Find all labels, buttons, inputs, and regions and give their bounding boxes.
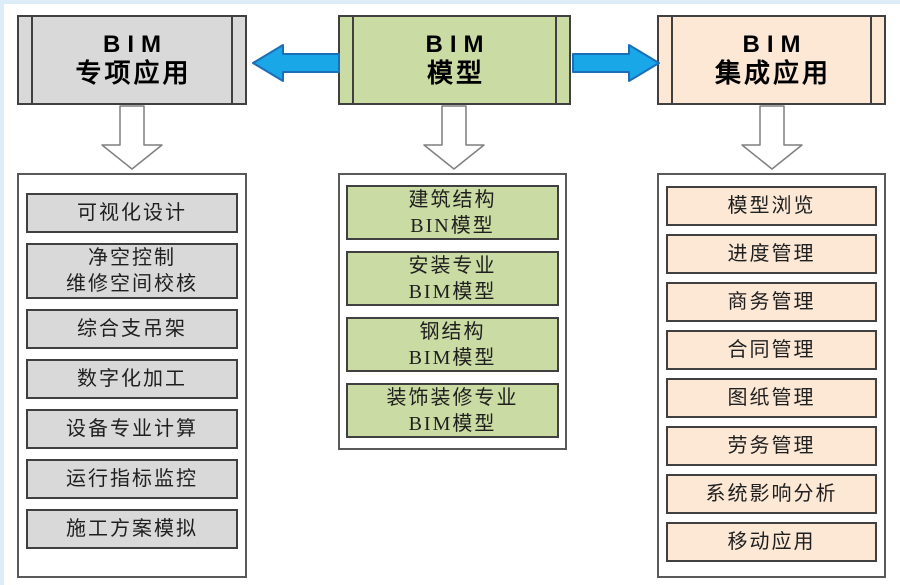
list-item-label: 施工方案模拟 [66,518,198,540]
arrow-left-icon [251,42,341,84]
list-item-label: 建筑结构 BIN模型 [408,188,497,237]
list-item: 建筑结构 BIN模型 [346,185,559,240]
list-item: 净空控制 维修空间校核 [26,243,238,299]
arrow-down-icon [100,105,164,171]
list-item: 运行指标监控 [26,459,238,499]
arrow-right-icon [571,42,661,84]
list-item: 模型浏览 [666,186,877,226]
list-item: 移动应用 [666,522,877,562]
list-item-label: 图纸管理 [727,387,816,409]
header-side-bar [555,17,557,103]
header-side-bar [870,17,872,103]
list-special-applications: 可视化设计 净空控制 维修空间校核 综合支吊架 数字化加工 设备专业计算 运行指… [17,173,247,578]
list-item: 安装专业 BIM模型 [346,251,559,306]
list-item: 可视化设计 [26,193,238,233]
list-item-label: 劳务管理 [727,435,816,457]
list-item-label: 钢结构 BIM模型 [408,320,497,369]
list-item: 钢结构 BIM模型 [346,317,559,372]
list-item-label: 设备专业计算 [66,418,198,440]
arrow-down-icon [422,105,486,171]
list-item-label: 净空控制 维修空间校核 [66,247,198,295]
list-item-label: 装饰装修专业 BIM模型 [386,386,519,435]
list-item-label: 进度管理 [727,243,816,265]
list-item: 设备专业计算 [26,409,238,449]
header-bim-special-applications: BIM 专项应用 [17,15,247,105]
list-item: 进度管理 [666,234,877,274]
list-bim-models: 建筑结构 BIN模型 安装专业 BIM模型 钢结构 BIM模型 装饰装修专业 B… [338,173,567,450]
list-item: 合同管理 [666,330,877,370]
arrow-down-icon [740,105,804,171]
list-item: 商务管理 [666,282,877,322]
list-item-label: 综合支吊架 [77,318,187,340]
header-side-bar [231,17,233,103]
header-title: BIM [742,30,808,58]
list-item-label: 商务管理 [727,291,816,313]
list-item-label: 可视化设计 [77,202,187,224]
header-subtitle: 集成应用 [714,58,831,89]
list-item-label: 模型浏览 [727,195,816,217]
list-item-label: 运行指标监控 [66,468,198,490]
list-item: 施工方案模拟 [26,509,238,549]
header-bim-integrated-applications: BIM 集成应用 [657,15,886,105]
list-item: 数字化加工 [26,359,238,399]
header-side-bar [31,17,33,103]
header-bim-model: BIM 模型 [338,15,571,105]
header-subtitle: 模型 [426,58,485,89]
list-item-label: 数字化加工 [77,368,187,390]
list-item: 系统影响分析 [666,474,877,514]
list-item: 综合支吊架 [26,309,238,349]
list-item: 装饰装修专业 BIM模型 [346,383,559,438]
header-subtitle: 专项应用 [75,58,192,89]
list-integrated-applications: 模型浏览 进度管理 商务管理 合同管理 图纸管理 劳务管理 系统影响分析 移动应… [657,173,886,578]
list-item-label: 系统影响分析 [705,483,838,505]
list-item-label: 安装专业 BIM模型 [408,254,497,303]
header-title: BIM [103,30,168,58]
list-item: 图纸管理 [666,378,877,418]
list-item-label: 移动应用 [727,531,816,553]
list-item-label: 合同管理 [727,339,816,361]
header-title: BIM [425,30,491,58]
header-side-bar [352,17,354,103]
list-item: 劳务管理 [666,426,877,466]
header-side-bar [671,17,673,103]
